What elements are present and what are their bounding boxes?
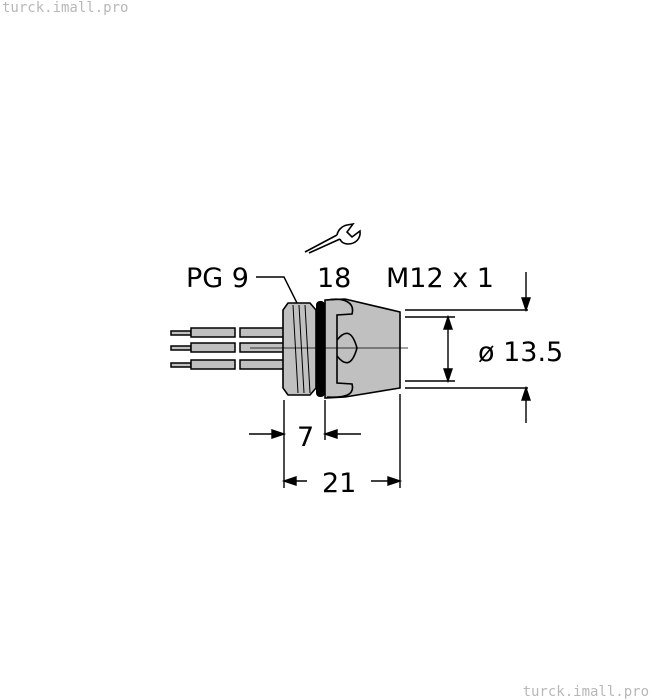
wrench-size-label: 18 [317, 263, 351, 294]
pg-nut [282, 302, 317, 396]
pg-leader [256, 276, 298, 304]
wire [170, 342, 285, 353]
nut-length-label: 7 [297, 422, 314, 453]
diameter-dimension [405, 272, 531, 423]
connector-body [324, 298, 401, 399]
length-dimensions [249, 394, 403, 488]
pg-thread-label: PG 9 [186, 263, 249, 294]
wires [170, 327, 285, 370]
watermark-bottom: turck.imall.pro [522, 684, 649, 700]
total-length-label: 21 [322, 468, 356, 499]
wrench-icon [304, 222, 361, 254]
m-thread-label: M12 x 1 [386, 263, 494, 294]
diameter-label: ø 13.5 [478, 337, 563, 368]
watermark-top: turck.imall.pro [2, 0, 129, 16]
wire [170, 359, 285, 370]
wire [170, 327, 285, 338]
o-ring [316, 301, 325, 397]
